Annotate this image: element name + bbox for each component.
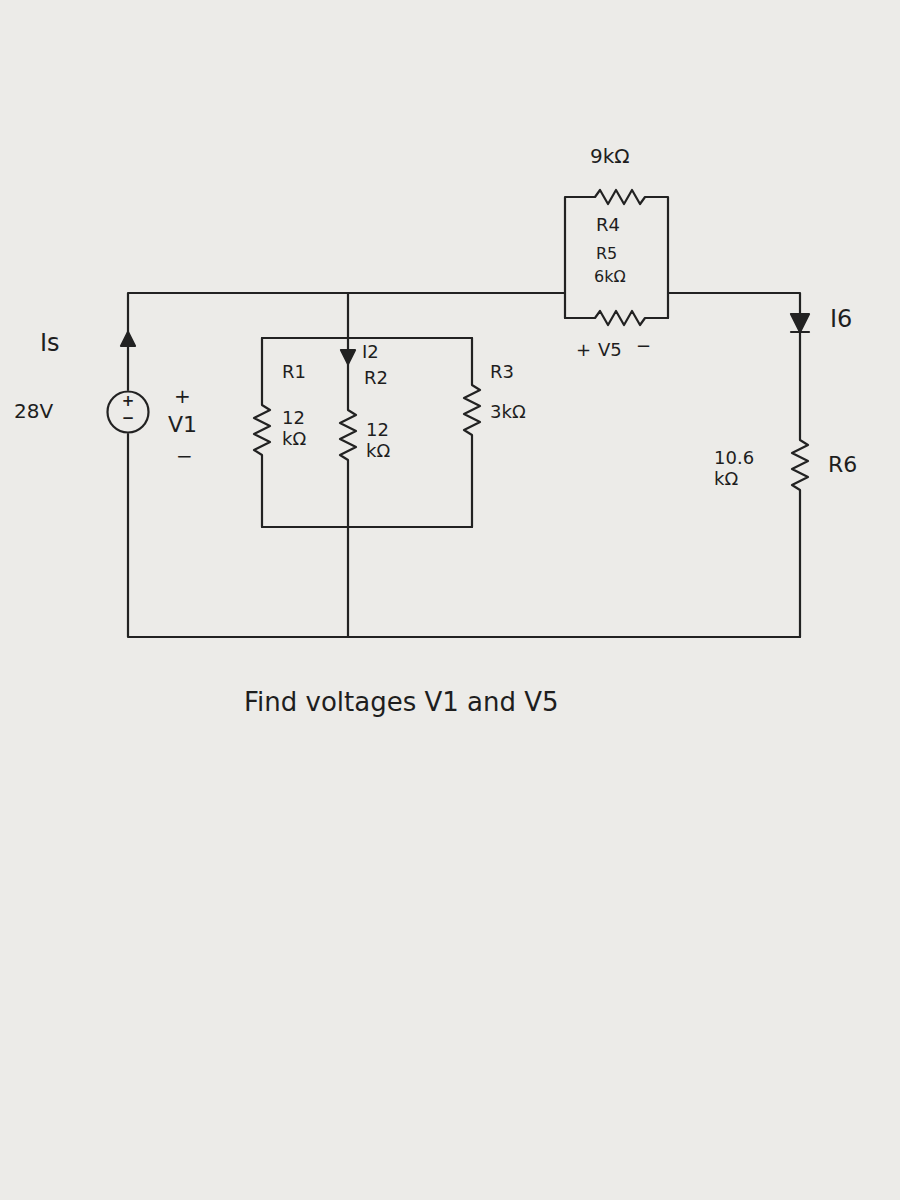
wire: [128, 434, 800, 637]
current-arrow: [121, 332, 135, 346]
resistor-value: 3kΩ: [490, 402, 526, 423]
current-label: I6: [830, 306, 852, 334]
polarity-mark: +: [106, 393, 150, 410]
resistor-label: R1: [282, 362, 306, 383]
resistor-symbol: [565, 190, 668, 318]
current-label: I2: [362, 342, 379, 363]
resistor-value: 10.6 kΩ: [714, 448, 758, 489]
resistor-label: R5: [596, 245, 617, 263]
current-arrow: [791, 331, 809, 333]
polarity-mark: −: [106, 410, 150, 427]
source-voltage: 28V: [14, 400, 53, 423]
resistor-symbol: [254, 338, 270, 527]
resistor-value: 9kΩ: [590, 145, 630, 168]
resistor-label: R6: [828, 452, 857, 477]
resistor-label: R3: [490, 362, 514, 383]
wire: [128, 293, 565, 390]
current-arrow: [341, 350, 355, 364]
resistor-symbol: [565, 311, 668, 325]
resistor-symbol: [340, 293, 356, 637]
wire: [262, 526, 472, 528]
voltage-label: V5: [598, 340, 622, 361]
current-arrow: [791, 314, 809, 332]
polarity-mark: −: [176, 445, 193, 468]
resistor-label: R4: [596, 215, 620, 236]
polarity-mark: +: [174, 385, 191, 408]
polarity-mark: +: [576, 340, 591, 361]
resistor-label: R2: [364, 368, 388, 389]
wire: [262, 337, 472, 339]
resistor-value: 12 kΩ: [366, 420, 400, 461]
resistor-value: 6kΩ: [594, 268, 626, 286]
wire: [668, 293, 808, 637]
question-caption: Find voltages V1 and V5: [244, 688, 559, 718]
resistor-symbol: [464, 338, 480, 527]
current-label: Is: [40, 330, 60, 358]
resistor-value: 12 kΩ: [282, 408, 316, 449]
voltage-source: +−: [106, 390, 150, 434]
polarity-mark: −: [636, 336, 651, 357]
voltage-label: V1: [168, 412, 197, 437]
